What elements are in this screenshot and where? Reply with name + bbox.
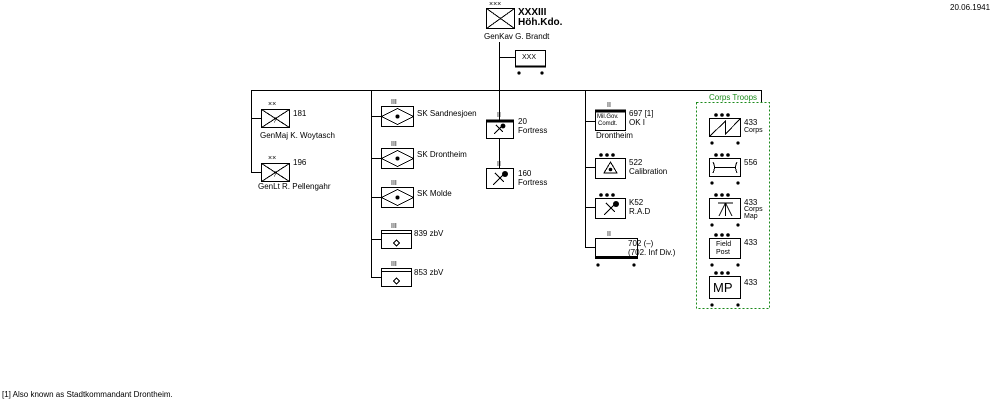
milgov-box-text1: Mil.Gov. bbox=[597, 114, 619, 120]
bridge-556-symbol bbox=[709, 158, 741, 177]
milgov-697-echelon: II bbox=[607, 102, 611, 109]
hq-name-line2: Höh.Kdo. bbox=[518, 17, 563, 28]
field-post-box-text1: Field bbox=[716, 241, 732, 248]
div-181-commander: GenMaj K. Woytasch bbox=[260, 131, 335, 140]
div-196-echelon: ×× bbox=[268, 155, 277, 162]
signals-433-number: 433 bbox=[744, 118, 758, 127]
hq-symbol bbox=[486, 8, 515, 29]
calibration-522-symbol bbox=[595, 158, 626, 179]
hq-echelon: ××× bbox=[489, 1, 502, 8]
calibration-522-line2: Calibration bbox=[629, 167, 668, 176]
fortress-160-number: 160 bbox=[518, 169, 532, 178]
div-181-number: 181 bbox=[293, 109, 307, 118]
zbv-853-symbol bbox=[381, 268, 412, 287]
zbv-853-label: 853 zbV bbox=[414, 268, 444, 277]
battalion-702-number: 702 (–) bbox=[628, 239, 654, 248]
fortress-160-type: Fortress bbox=[518, 178, 548, 187]
sk-molde-echelon: III bbox=[391, 180, 397, 187]
division-196-symbol bbox=[261, 163, 290, 182]
chart-date: 20.06.1941 bbox=[950, 3, 991, 12]
division-181-symbol bbox=[261, 109, 290, 128]
battalion-702-line2: (702. Inf Div.) bbox=[628, 248, 676, 257]
rad-k52-symbol bbox=[595, 198, 626, 219]
field-post-433-symbol bbox=[709, 238, 741, 259]
sk-sandnesjoen-label: SK Sandnesjoen bbox=[417, 109, 477, 118]
fortress-160-echelon: II bbox=[497, 161, 501, 168]
zbv-839-label: 839 zbV bbox=[414, 229, 444, 238]
sk-sandnesjoen-echelon: III bbox=[391, 99, 397, 106]
hq-commander: GenKav G. Brandt bbox=[484, 32, 550, 41]
military-police-box-text: MP bbox=[713, 280, 733, 295]
rad-k52-number: K52 bbox=[629, 198, 644, 207]
bridge-556-number: 556 bbox=[744, 158, 758, 167]
staff-label: XXX bbox=[522, 54, 537, 61]
battalion-702-echelon: II bbox=[607, 231, 611, 238]
military-police-433-number: 433 bbox=[744, 278, 758, 287]
milgov-697-number: 697 [1] bbox=[629, 109, 654, 118]
div-181-echelon: ×× bbox=[268, 101, 277, 108]
fortress-20-echelon: II bbox=[497, 112, 501, 119]
sk-drontheim-echelon: III bbox=[391, 141, 397, 148]
div-196-number: 196 bbox=[293, 158, 307, 167]
corps-troops-frame bbox=[696, 102, 770, 309]
fortress-160-symbol bbox=[486, 168, 514, 189]
footnote: [1] Also known as Stadtkommandant Dronth… bbox=[2, 390, 173, 399]
milgov-box-text2: Comdt. bbox=[598, 121, 618, 127]
rad-k52-line2: R.A.D bbox=[629, 207, 651, 216]
zbv-839-symbol bbox=[381, 230, 412, 249]
fortress-20-type: Fortress bbox=[518, 126, 548, 135]
military-police-433-symbol bbox=[709, 276, 741, 299]
milgov-697-line3: Drontheim bbox=[596, 131, 633, 140]
sk-molde-label: SK Molde bbox=[417, 189, 452, 198]
fortress-20-number: 20 bbox=[518, 117, 527, 126]
div-196-commander: GenLt R. Pellengahr bbox=[258, 182, 331, 191]
survey-map-433-line3: Map bbox=[744, 213, 758, 220]
survey-map-433-line2: Corps bbox=[744, 206, 763, 213]
field-post-433-number: 433 bbox=[744, 238, 758, 247]
signals-433-symbol bbox=[709, 118, 741, 137]
sk-drontheim-label: SK Drontheim bbox=[417, 150, 467, 159]
survey-map-433-number: 433 bbox=[744, 198, 758, 207]
zbv-853-echelon: III bbox=[391, 261, 397, 268]
corps-troops-title: Corps Troops bbox=[709, 93, 758, 102]
milgov-697-line2: OK I bbox=[629, 118, 646, 127]
signals-433-line2: Corps bbox=[744, 127, 763, 134]
hq-name-line1: XXXIII bbox=[518, 7, 547, 18]
calibration-522-number: 522 bbox=[629, 158, 643, 167]
field-post-box-text2: Post bbox=[716, 249, 731, 256]
zbv-839-echelon: III bbox=[391, 223, 397, 230]
survey-map-433-symbol bbox=[709, 198, 741, 219]
